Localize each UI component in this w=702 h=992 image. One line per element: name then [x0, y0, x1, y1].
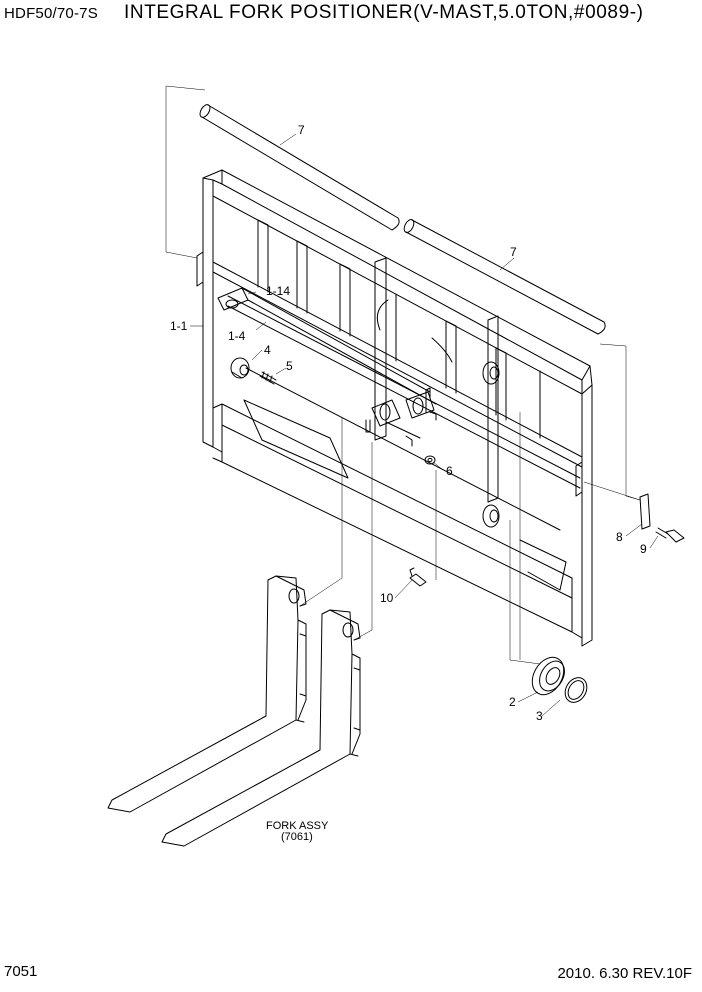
- fork-left: [107, 575, 307, 813]
- part-5-spring: [259, 371, 277, 385]
- callout-1-4: 1-4: [228, 329, 246, 343]
- part-8-plate: [639, 493, 651, 530]
- callout-7-upper: 7: [298, 123, 305, 137]
- page-title: INTEGRAL FORK POSITIONER(V-MAST,5.0TON,#…: [124, 2, 644, 23]
- callout-10: 10: [380, 591, 394, 605]
- callout-5: 5: [286, 359, 293, 373]
- cylinder-mount-center: [365, 387, 437, 447]
- part-4-bushing: [230, 357, 250, 379]
- roller-lower: [482, 504, 500, 528]
- model-code: HDF50/70-7S: [4, 5, 98, 22]
- callout-8: 8: [616, 530, 623, 544]
- part-10-grease-nipple: [409, 567, 427, 587]
- part-2-bearing: [531, 656, 565, 696]
- part-3-snap-ring: [564, 677, 588, 703]
- part-6-nut: [424, 455, 436, 465]
- rod-7-upper: [199, 104, 400, 231]
- part-9-bolt: [655, 527, 685, 543]
- leader-lines: [165, 85, 659, 717]
- callout-1-14: 1-14: [266, 284, 290, 298]
- callout-1-1: 1-1: [170, 319, 188, 333]
- carriage-frame: [196, 169, 593, 647]
- roller-upper: [482, 361, 500, 385]
- fork-assy-label: FORK ASSY: [266, 820, 329, 832]
- callout-4: 4: [264, 343, 271, 357]
- callout-2: 2: [509, 695, 516, 709]
- fork-right: [161, 609, 361, 847]
- callout-6: 6: [446, 464, 453, 478]
- revision-date: 2010. 6.30 REV.10F: [557, 965, 692, 982]
- callout-7-lower: 7: [510, 245, 517, 259]
- fork-assy-ref: (7061): [281, 831, 313, 843]
- callout-3: 3: [536, 709, 543, 723]
- page-number: 7051: [4, 963, 38, 980]
- cylinder-1-14: [217, 287, 437, 405]
- rod-7-lower: [403, 219, 606, 335]
- callout-9: 9: [640, 542, 647, 556]
